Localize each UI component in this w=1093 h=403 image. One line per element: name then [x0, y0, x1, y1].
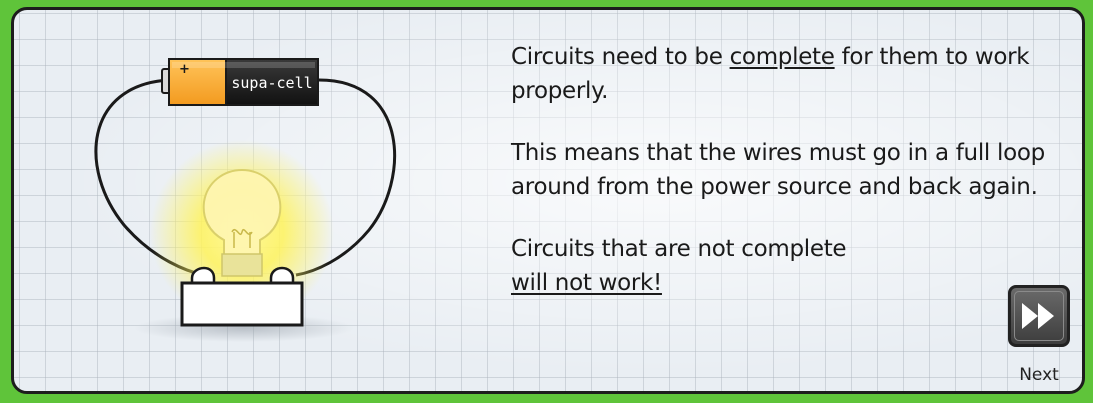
paragraph1-text-start: Circuits need to be [511, 44, 730, 70]
fast-forward-icon [1011, 288, 1067, 344]
next-label[interactable]: Next [1008, 365, 1070, 385]
paragraph3-text: Circuits that are not complete [511, 236, 846, 262]
keyword-complete: complete [730, 44, 835, 70]
circuit-diagram: + supa-cell [14, 10, 494, 394]
battery: + supa-cell [162, 59, 318, 105]
lesson-text: Circuits need to be complete for them to… [511, 40, 1071, 328]
paragraph-full-loop: This means that the wires must go in a f… [511, 136, 1071, 204]
battery-label: supa-cell [231, 74, 312, 92]
warning-will-not-work: will not work! [511, 270, 662, 296]
next-button[interactable] [1008, 285, 1070, 347]
lesson-panel: + supa-cell Circuits need to be complete… [11, 7, 1085, 394]
paragraph-not-complete: Circuits that are not complete will not w… [511, 232, 1071, 300]
paragraph-complete: Circuits need to be complete for them to… [511, 40, 1071, 108]
battery-plus-sign: + [179, 62, 190, 77]
